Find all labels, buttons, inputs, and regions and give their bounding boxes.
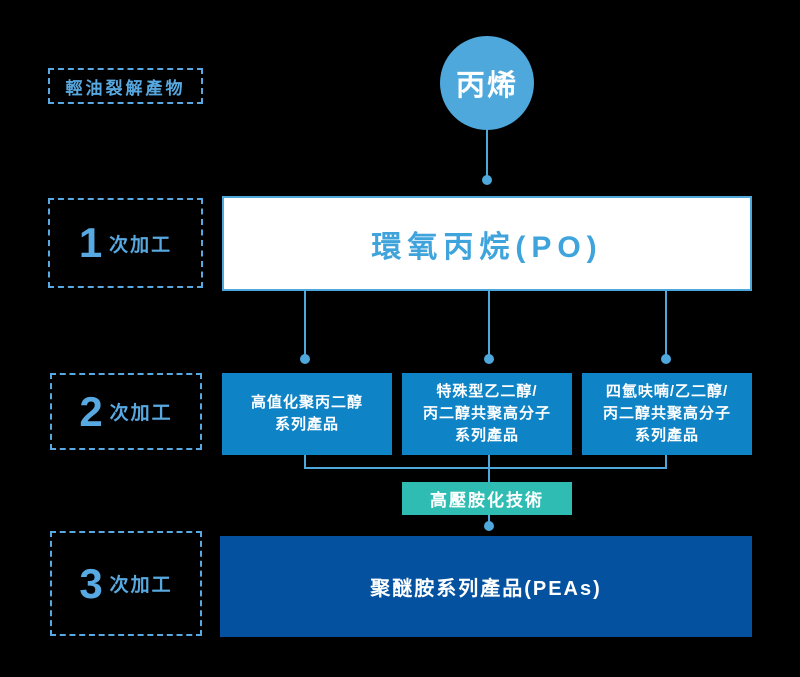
secondary-product-3-line-2: 丙二醇共聚高分子 (602, 405, 731, 422)
secondary-product-2-line-1: 特殊型乙二醇/ (436, 383, 538, 400)
secondary-product-3-line-3: 系列產品 (634, 427, 699, 444)
connector-dot-branch-1 (300, 354, 310, 364)
stage-1-label: 1 次加工 (48, 198, 203, 288)
stage-3-label: 3 次加工 (50, 531, 202, 636)
secondary-product-1-line-2: 系列產品 (274, 416, 339, 433)
secondary-product-2-line-2: 丙二醇共聚高分子 (422, 405, 551, 422)
stage-2-suffix: 次加工 (109, 403, 173, 424)
connector-line-root (486, 130, 488, 177)
stage-3-suffix: 次加工 (109, 575, 173, 596)
connector-dot-root (482, 175, 492, 185)
connector-line-gather-right (665, 455, 667, 469)
source-label-box: 輕油裂解產物 (48, 68, 203, 104)
connector-line-branch-3 (665, 291, 667, 356)
connector-line-tech (488, 515, 490, 524)
stage-2-number: 2 (79, 387, 103, 435)
tertiary-product-box: 聚醚胺系列產品(PEAs) (220, 536, 752, 637)
stage-1-number: 1 (78, 219, 103, 266)
tertiary-product-text: 聚醚胺系列產品(PEAs) (370, 578, 602, 600)
stage-3-number: 3 (79, 559, 103, 607)
primary-product-box: 環氧丙烷(PO) (222, 196, 752, 291)
secondary-product-box-2: 特殊型乙二醇/ 丙二醇共聚高分子 系列產品 (402, 373, 572, 455)
connector-line-gather-horizontal (304, 467, 667, 469)
connector-dot-branch-3 (661, 354, 671, 364)
connector-line-gather-left (304, 455, 306, 469)
secondary-product-1-line-1: 高值化聚丙二醇 (250, 394, 363, 411)
secondary-product-box-1: 高值化聚丙二醇 系列產品 (222, 373, 392, 455)
stage-1-suffix: 次加工 (109, 234, 173, 256)
source-label-text: 輕油裂解產物 (65, 78, 186, 98)
amination-tech-text: 高壓胺化技術 (430, 491, 544, 510)
connector-dot-branch-2 (484, 354, 494, 364)
connector-line-gather-center (488, 455, 490, 482)
connector-dot-tech (484, 521, 494, 531)
connector-line-branch-1 (304, 291, 306, 356)
propylene-node-text: 丙烯 (455, 70, 518, 102)
connector-line-branch-2 (488, 291, 490, 356)
stage-2-label: 2 次加工 (50, 373, 202, 450)
secondary-product-box-3: 四氫呋喃/乙二醇/ 丙二醇共聚高分子 系列產品 (582, 373, 752, 455)
secondary-product-2-line-3: 系列產品 (454, 427, 519, 444)
propylene-node: 丙烯 (440, 36, 534, 130)
primary-product-text: 環氧丙烷(PO) (371, 230, 603, 264)
secondary-product-3-line-1: 四氫呋喃/乙二醇/ (605, 383, 729, 400)
amination-tech-badge: 高壓胺化技術 (402, 482, 572, 515)
